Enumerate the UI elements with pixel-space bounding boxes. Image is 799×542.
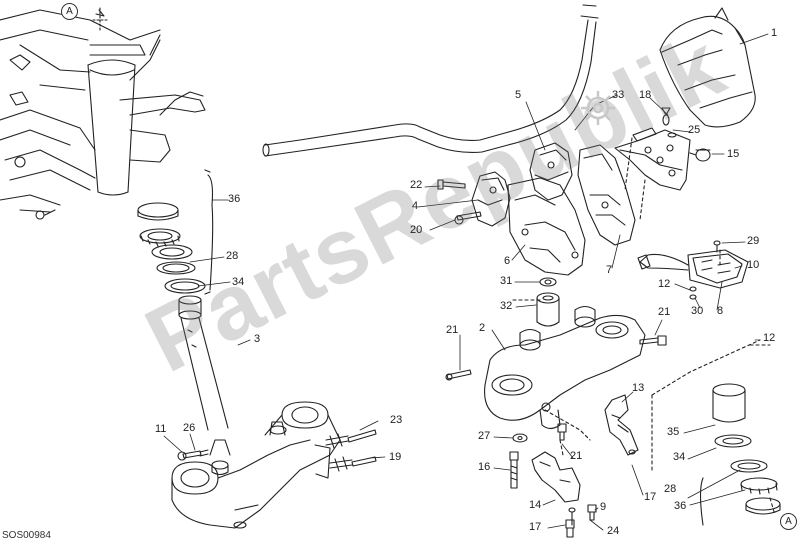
dashed-guides (509, 137, 776, 516)
instrument-bracket (614, 107, 711, 191)
callout-5: 5 (515, 89, 522, 101)
bolt-16 (509, 451, 519, 489)
callout-23: 23 (390, 414, 403, 426)
callout-2: 2 (479, 322, 486, 334)
lower-triple-clamp (171, 401, 341, 529)
callout-30: 30 (691, 305, 704, 317)
handlebar-clamp-7 (577, 144, 636, 246)
handlebar (262, 4, 599, 157)
callout-26: 26 (183, 422, 196, 434)
switch-unit (637, 240, 749, 300)
callout-31: 31 (500, 275, 513, 287)
callout-10: 10 (747, 259, 760, 271)
callout-11: 11 (155, 423, 167, 435)
callout-6: 6 (504, 255, 511, 267)
drawing-code: SOS00984 (2, 530, 51, 541)
upper-triple-clamp (484, 305, 646, 430)
callout-28-right: 28 (664, 483, 677, 495)
callout-25: 25 (688, 124, 701, 136)
callout-24: 24 (607, 525, 620, 537)
callout-21-center: 21 (570, 450, 583, 462)
callout-21-left: 21 (446, 324, 459, 336)
bolt-21-right (639, 335, 667, 346)
callout-19: 19 (389, 451, 402, 463)
callout-4: 4 (412, 200, 419, 212)
callout-12-right: 12 (763, 332, 776, 344)
callout-12-top: 12 (658, 278, 671, 290)
screw-17 (565, 519, 575, 538)
riser-mid (529, 142, 573, 201)
callout-16: 16 (478, 461, 491, 473)
bushing-32 (536, 292, 560, 327)
callout-14: 14 (529, 499, 542, 511)
callout-36-left: 36 (228, 193, 241, 205)
callout-20: 20 (410, 224, 423, 236)
screw-11-26 (177, 449, 209, 461)
bolt-21-left (445, 369, 472, 381)
callout-33: 33 (612, 89, 625, 101)
callout-1: 1 (771, 27, 778, 39)
callout-17-right: 17 (644, 491, 657, 503)
callout-9: 9 (600, 501, 607, 513)
callout-21-right: 21 (658, 306, 671, 318)
callout-17-bottom: 17 (529, 521, 542, 533)
callout-7: 7 (606, 264, 613, 276)
callout-29: 29 (747, 235, 760, 247)
callout-28-left: 28 (226, 250, 239, 262)
callout-18: 18 (639, 89, 652, 101)
reference-marker-a-top: A (61, 3, 78, 20)
right-bearing-stack (699, 383, 781, 526)
callout-34-right: 34 (673, 451, 686, 463)
washer-27 (512, 433, 528, 443)
callout-34-left: 34 (232, 276, 245, 288)
gear-icon (581, 91, 615, 125)
screw-21-center (557, 423, 567, 441)
callout-32: 32 (500, 300, 513, 312)
callout-13: 13 (632, 382, 645, 394)
bracket-14 (531, 451, 597, 526)
reference-marker-a-bottom: A (780, 513, 797, 530)
leader-lines (163, 33, 769, 531)
callout-3: 3 (254, 333, 261, 345)
callout-8: 8 (717, 305, 724, 317)
bolt-19 (329, 456, 377, 472)
frame (0, 7, 206, 220)
steering-stem (178, 295, 229, 431)
callout-35: 35 (667, 426, 680, 438)
riser-left (471, 171, 511, 227)
callout-36-right: 36 (674, 500, 687, 512)
left-bearing-stack (137, 169, 214, 295)
bolt-23 (325, 429, 377, 449)
callout-22: 22 (410, 179, 423, 191)
windscreen (659, 7, 756, 128)
callout-27: 27 (478, 430, 491, 442)
bracket-13 (604, 394, 639, 456)
callout-15: 15 (727, 148, 740, 160)
washer-31 (539, 277, 557, 287)
